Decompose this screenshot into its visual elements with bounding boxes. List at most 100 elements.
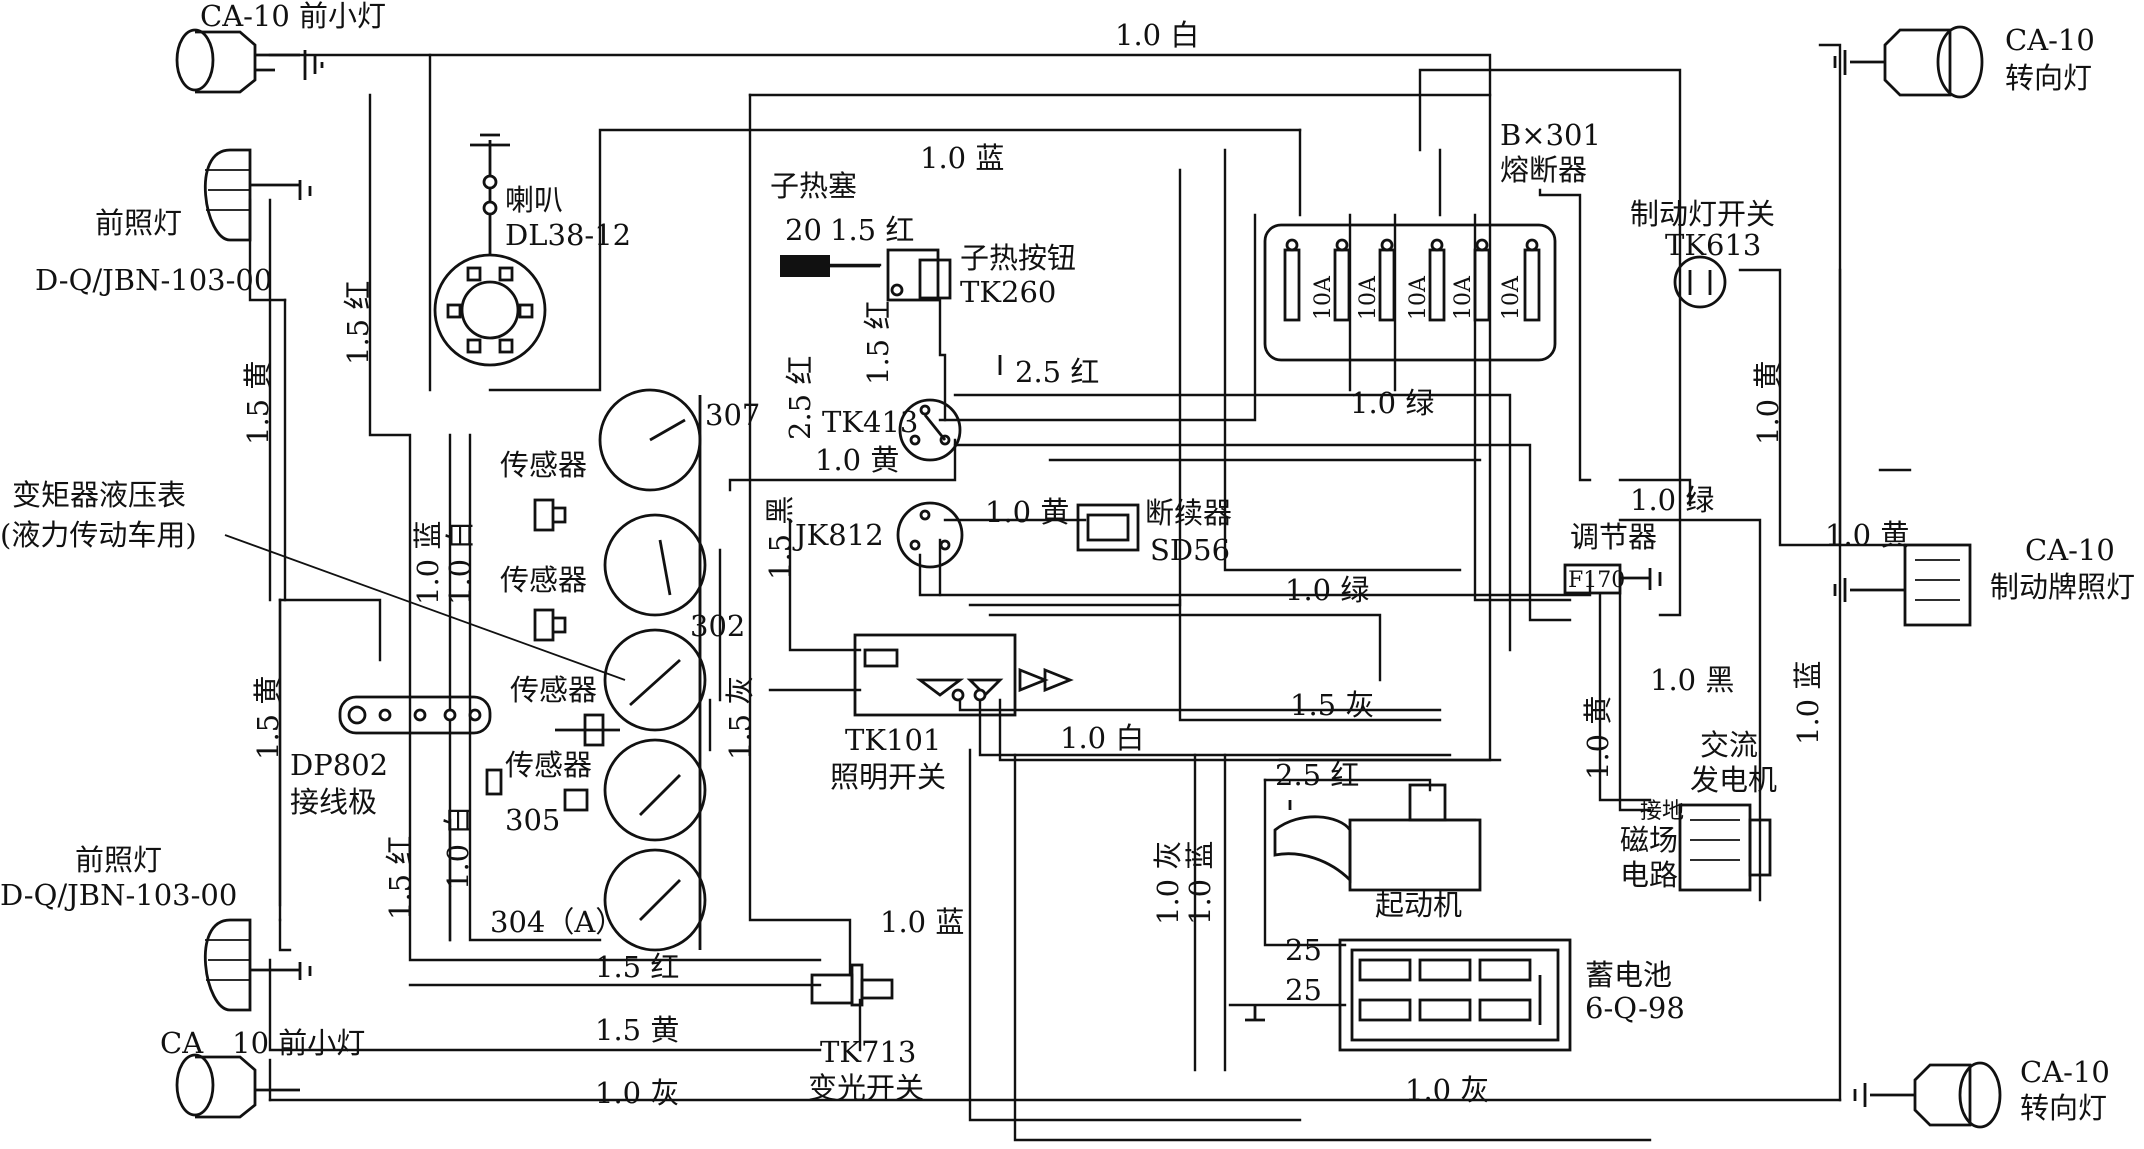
- wire-label-red-25-horiz: 2.5 红: [1015, 355, 1099, 389]
- plate-lamp-1: CA-10: [2025, 533, 2115, 567]
- fuse-model: B×301: [1500, 118, 1601, 152]
- brake-switch-model: TK613: [1665, 228, 1761, 262]
- jk812-wire-label: 1.0 黄: [985, 495, 1069, 529]
- wire-label-top-white: 1.0 白: [1115, 18, 1199, 52]
- torque-gauge-line1: 变矩器液压表: [12, 478, 186, 512]
- sensors: [485, 498, 620, 812]
- wire-label-white-left-lower: 1.0 白: [441, 806, 475, 890]
- regulator-model: F170: [1568, 568, 1625, 593]
- wire-label-blue-left: 1.0 蓝: [411, 521, 445, 605]
- turn-lamp-top: [1833, 25, 1984, 99]
- brake-switch: [1673, 255, 1727, 309]
- wire-label-red-left-lower: 1.5 红: [383, 836, 417, 920]
- headlamp-bottom: [203, 918, 312, 1012]
- headlamp-top-model: D-Q/JBN-103-00: [35, 263, 272, 297]
- field-1: 磁场: [1620, 823, 1678, 857]
- turn-lamp-top-1: CA-10: [2005, 23, 2095, 57]
- wire-label-white-bottom: 1.0 白: [1060, 721, 1144, 755]
- brake-switch-name: 制动灯开关: [1630, 197, 1775, 231]
- terminal-model: DP802: [290, 748, 388, 782]
- turn-lamp-top-2: 转向灯: [2005, 61, 2092, 95]
- headlamp-top: [203, 148, 312, 242]
- wire-labels: 1.0 白 1.0 蓝 1.5 红 2.5 红 2.5 红 1.0 绿 1.5 …: [241, 18, 1909, 1110]
- ground-symbols: [998, 355, 1292, 810]
- horn: [433, 133, 547, 367]
- glow-plug-label: 子热塞: [770, 169, 857, 203]
- fuse-rating-1: 10A: [1311, 275, 1336, 320]
- starter-label: 起动机: [1375, 888, 1462, 922]
- light-switch: [853, 633, 1074, 717]
- fuse-rating-2: 10A: [1356, 275, 1381, 320]
- glow-button-model: TK260: [960, 275, 1056, 309]
- wire-label-blue-top: 1.0 蓝: [920, 141, 1004, 175]
- wire-label-red-vert-glow: 1.5 红: [861, 301, 895, 385]
- sensor-1-label: 传感器: [500, 448, 587, 482]
- front-small-lamp-bottom: [175, 1053, 300, 1119]
- wire-label-red-left: 1.5 红: [341, 281, 375, 365]
- wire-label-black-vert: 1.5 黑: [763, 496, 797, 580]
- dimmer-switch: [810, 963, 894, 1007]
- gauge-305-label: 305: [505, 803, 560, 837]
- flasher: [1076, 503, 1140, 552]
- jk812: [896, 501, 964, 569]
- regulator: [1563, 563, 1662, 595]
- regulator-name: 调节器: [1570, 520, 1657, 554]
- battery-model: 6-Q-98: [1585, 991, 1685, 1025]
- headlamp-bottom-label: 前照灯: [75, 843, 162, 877]
- wire-label-gray-bottom-left: 1.0 灰: [595, 1076, 679, 1110]
- front-small-lamp-top-label: CA-10 前小灯: [200, 0, 386, 33]
- sensor-4-label: 传感器: [505, 748, 592, 782]
- turn-lamp-bottom-2: 转向灯: [2020, 1091, 2107, 1125]
- sensor-2-label: 传感器: [500, 563, 587, 597]
- terminal-name: 接线极: [290, 785, 377, 819]
- flasher-model: SD56: [1150, 533, 1230, 567]
- wire-label-yellow-left-lower: 1.5 黄: [251, 676, 285, 760]
- dimmer-model: TK713: [820, 1035, 916, 1069]
- fuse-box: [1263, 223, 1557, 362]
- front-small-lamp-top: [175, 28, 324, 94]
- wire-label-green-fuse: 1.0 绿: [1350, 386, 1434, 420]
- torque-gauge-line2: (液力传动车用): [0, 518, 197, 552]
- gauge-307-label: 307: [705, 398, 760, 432]
- wire-label-yellow-right-vert: 1.0 黄: [1751, 361, 1785, 445]
- fuse-rating-5: 10A: [1499, 275, 1524, 320]
- starter: [1273, 783, 1482, 892]
- torque-gauge-callout: [224, 534, 626, 681]
- battery: [1245, 938, 1572, 1052]
- glow-button-name: 子热按钮: [960, 241, 1076, 275]
- light-switch-name: 照明开关: [830, 760, 946, 794]
- alternator-2: 发电机: [1690, 763, 1777, 797]
- flasher-name: 断续器: [1145, 496, 1232, 530]
- dimmer-name: 变光开关: [808, 1071, 924, 1105]
- glow-plug-num: 20: [785, 213, 822, 247]
- gauge-stack: [598, 388, 707, 952]
- fuse-rating-4: 10A: [1451, 275, 1476, 320]
- wire-label-yellow-bottom: 1.5 黄: [595, 1013, 679, 1047]
- turn-lamp-bottom: [1853, 1061, 2002, 1129]
- wire-label-blue-right-vert: 1.0 蓝: [1791, 661, 1825, 745]
- tk413-label: TK413: [822, 405, 918, 439]
- wire-label-blue-vert: 1.0 蓝: [1183, 841, 1217, 925]
- horn-name: 喇叭: [505, 183, 563, 217]
- alternator: [1678, 803, 1772, 892]
- wire-label-gray-vert-2: 1.0 灰: [1151, 841, 1185, 925]
- glow-button: [886, 248, 952, 302]
- wire-label-white-left: 1.0 白: [443, 521, 477, 605]
- wire-label-black-reg: 1.0 黑: [1650, 663, 1734, 697]
- tk413-wire-label: 1.0 黄: [815, 443, 899, 477]
- plate-lamp-2: 制动牌照灯: [1990, 570, 2135, 604]
- horn-model: DL38-12: [505, 218, 631, 252]
- wire-label-blue-lower: 1.0 蓝: [880, 905, 964, 939]
- alternator-1: 交流: [1700, 728, 1758, 762]
- wire-label-red-25-vert: 2.5 红: [783, 356, 817, 440]
- battery-cable-1: 25: [1285, 933, 1322, 967]
- turn-lamp-bottom-1: CA-10: [2020, 1055, 2110, 1089]
- wire-label-gray-bottom-right: 1.0 灰: [1405, 1073, 1489, 1107]
- headlamp-top-label: 前照灯: [95, 206, 182, 240]
- fuse-name: 熔断器: [1500, 153, 1587, 187]
- jk812-label: JK812: [792, 518, 884, 552]
- battery-name: 蓄电池: [1585, 958, 1672, 992]
- wire-label-green-mid: 1.0 绿: [1285, 573, 1369, 607]
- gauge-304-label: 304（A）: [490, 905, 624, 939]
